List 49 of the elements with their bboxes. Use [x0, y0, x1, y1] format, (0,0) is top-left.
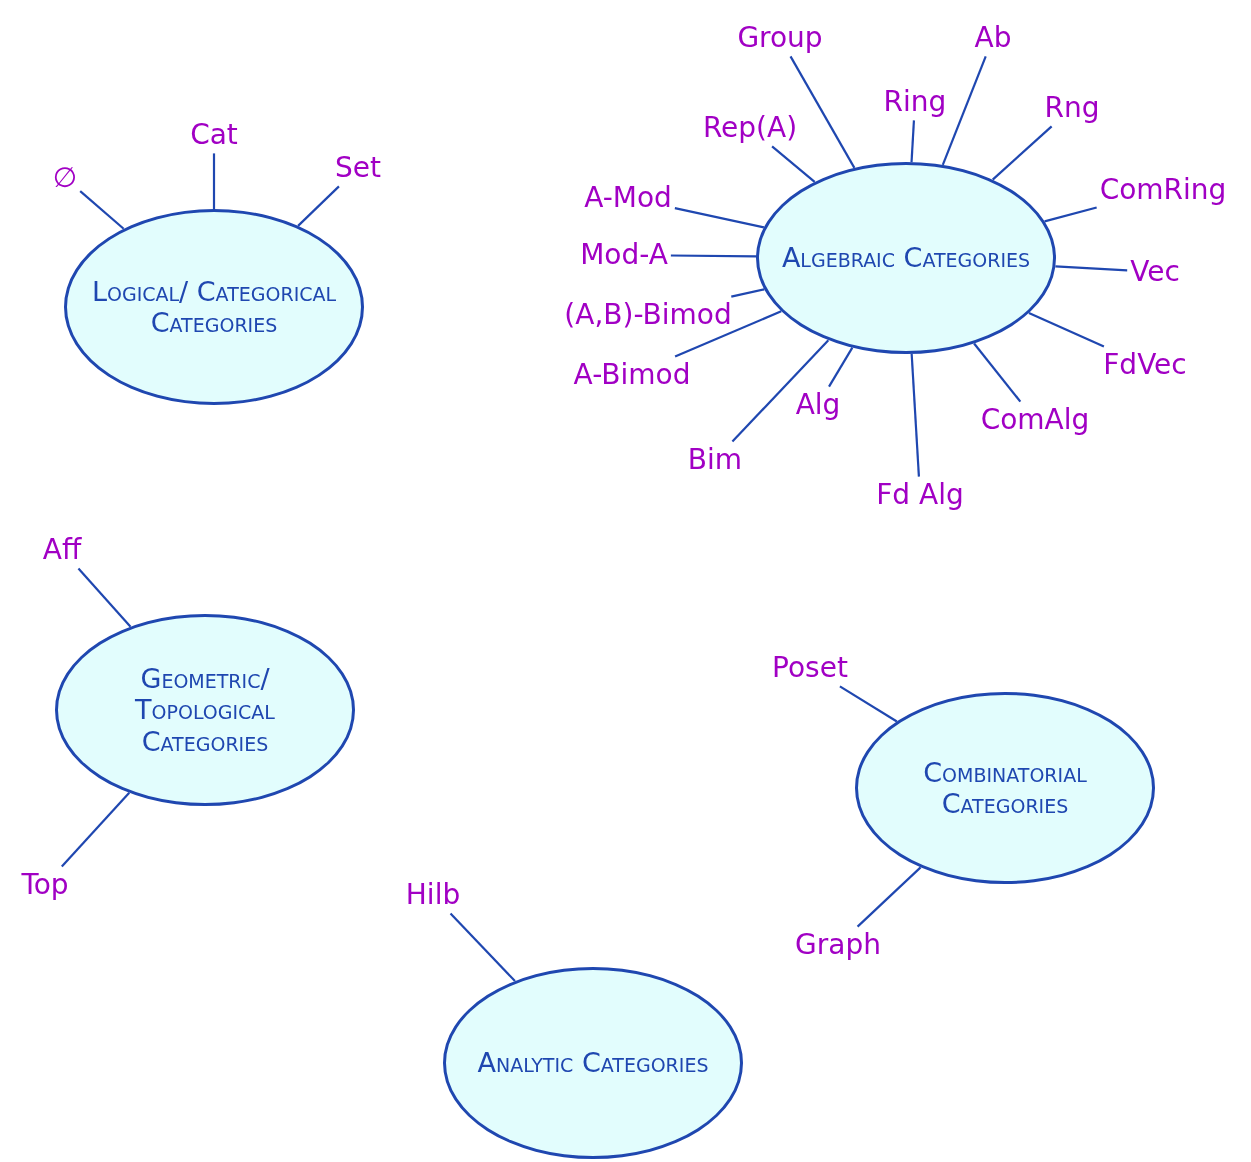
category-group-name: Algebraic Categories [781, 242, 1031, 274]
category-group-name: Logical/ Categorical Categories [90, 275, 338, 339]
connector-line [670, 254, 757, 258]
category-label: Mod-A [580, 239, 668, 271]
category-label: Fd Alg [876, 479, 964, 511]
connector-line [973, 342, 1022, 403]
connector-line [61, 792, 131, 868]
category-label: ComRing [1099, 174, 1227, 206]
category-label: Rng [1044, 92, 1100, 124]
connector-line [79, 190, 125, 230]
connector-line [991, 125, 1053, 181]
category-label: Cat [190, 119, 238, 151]
category-label: A-Mod [584, 182, 672, 214]
category-label: FdVec [1103, 349, 1187, 381]
category-group-name: Geometric/ Topological Categories [134, 663, 276, 757]
category-label: Graph [795, 929, 881, 961]
category-label: Aff [42, 534, 82, 566]
category-label: ∅ [52, 162, 78, 194]
connector-line [77, 567, 132, 628]
connector-line [789, 55, 856, 169]
connector-line [828, 347, 854, 388]
connector-line [910, 120, 916, 163]
category-label: Alg [795, 389, 841, 421]
connector-line [1028, 312, 1105, 348]
connector-line [856, 866, 922, 928]
category-label: Group [737, 22, 823, 54]
category-label: Bim [687, 444, 743, 476]
category-label: (A,B)-Bimod [564, 299, 732, 331]
connector-line [212, 153, 216, 209]
connector-line [297, 185, 340, 227]
connector-line [839, 685, 898, 723]
category-label: Set [335, 152, 381, 184]
category-group-name: Combinatorial Categories [922, 756, 1088, 820]
connector-line [731, 339, 830, 443]
category-label: Rep(A) [702, 112, 798, 144]
category-label: Ab [974, 22, 1012, 54]
category-label: ComAlg [980, 404, 1090, 436]
connector-line [674, 310, 782, 358]
category-group-name: Analytic Categories [476, 1047, 710, 1079]
category-label: Ring [883, 86, 947, 118]
connector-line [1055, 265, 1128, 272]
connector-line [771, 145, 816, 183]
connector-line [910, 353, 920, 477]
category-label: Top [21, 869, 69, 901]
category-label: A-Bimod [573, 359, 691, 391]
category-label: Hilb [405, 879, 461, 911]
category-label: Vec [1130, 256, 1180, 288]
connector-line [449, 912, 516, 982]
category-label: Poset [772, 652, 848, 684]
